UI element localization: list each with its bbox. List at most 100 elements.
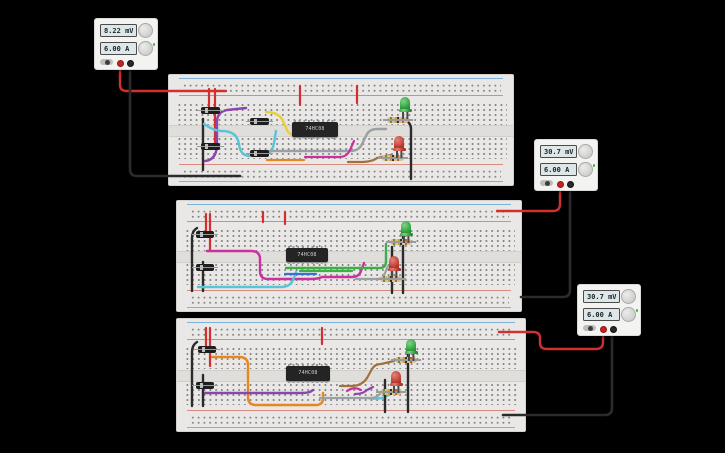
power-rail-top[interactable]	[187, 322, 515, 340]
wire-purple[interactable]	[203, 388, 315, 395]
current-knob[interactable]	[621, 307, 638, 322]
terminal-strip-a[interactable]	[175, 101, 507, 125]
wire-magenta[interactable]	[205, 249, 366, 281]
resistor[interactable]	[378, 155, 408, 161]
logic-ic[interactable]: 74HC08	[286, 363, 330, 384]
negative-terminal[interactable]	[611, 327, 616, 332]
ic-label: 74HC08	[297, 251, 317, 258]
current-value: 6.00 A	[104, 44, 130, 53]
wire-cyan[interactable]	[196, 270, 298, 289]
wire-gray[interactable]	[266, 127, 388, 153]
positive-rail-line	[187, 410, 515, 412]
positive-terminal[interactable]	[118, 61, 123, 66]
voltage-display: 8.22 mV	[100, 24, 137, 37]
rail-holes[interactable]	[181, 168, 501, 179]
diode[interactable]	[246, 150, 273, 157]
wire-orange[interactable]	[210, 355, 325, 407]
ic-label: 74HC08	[298, 370, 318, 376]
power-toggle[interactable]	[100, 59, 113, 65]
voltage-value: 30.7 mV	[544, 147, 574, 156]
power-toggle[interactable]	[540, 180, 553, 186]
wire-black[interactable]	[501, 327, 614, 417]
power-supply-3[interactable]: 30.7 mV 6.00 A	[577, 284, 641, 336]
rail-holes[interactable]	[189, 326, 513, 337]
negative-terminal[interactable]	[128, 61, 133, 66]
diode[interactable]	[246, 118, 273, 125]
power-rail-top[interactable]	[187, 204, 511, 222]
current-value: 6.00 A	[544, 165, 570, 174]
wire-black[interactable]	[190, 226, 199, 293]
red-led[interactable]	[392, 136, 406, 158]
power-supply-2[interactable]: 30.7 mV 6.00 A	[534, 139, 598, 191]
rail-holes[interactable]	[189, 414, 513, 425]
red-led[interactable]	[389, 371, 403, 393]
rail-holes[interactable]	[189, 208, 509, 219]
wire-green[interactable]	[284, 242, 388, 270]
resistor[interactable]	[376, 276, 406, 282]
green-led[interactable]	[399, 221, 413, 243]
current-display: 6.00 A	[100, 42, 137, 55]
wire-red[interactable]	[497, 327, 605, 351]
rail-holes[interactable]	[189, 294, 509, 305]
positive-rail-line	[179, 94, 503, 96]
resistor[interactable]	[376, 389, 406, 395]
terminal-strip-b[interactable]	[183, 261, 515, 285]
logic-ic[interactable]: 74HC08	[292, 119, 338, 140]
terminal-strip-a[interactable]	[183, 227, 515, 251]
resistor[interactable]	[386, 239, 416, 245]
wire-brown[interactable]	[346, 153, 393, 164]
diode[interactable]	[194, 346, 220, 353]
power-toggle[interactable]	[583, 325, 596, 331]
diode[interactable]	[197, 107, 224, 114]
green-led[interactable]	[404, 339, 418, 361]
voltage-knob[interactable]	[621, 289, 636, 304]
diode[interactable]	[192, 264, 218, 271]
voltage-value: 8.22 mV	[104, 26, 134, 35]
positive-rail-line	[179, 164, 503, 166]
power-rail-bottom[interactable]	[187, 410, 515, 428]
breadboard-3[interactable]	[176, 318, 526, 432]
wire-brown[interactable]	[338, 359, 396, 388]
negative-rail-line	[187, 322, 515, 324]
red-led[interactable]	[387, 256, 401, 278]
wire-red[interactable]	[495, 182, 562, 213]
current-display: 6.00 A	[583, 308, 620, 321]
wire-magenta[interactable]	[303, 139, 356, 159]
current-knob[interactable]	[138, 41, 155, 56]
positive-terminal[interactable]	[601, 327, 606, 332]
positive-rail-line	[187, 338, 515, 340]
voltage-knob[interactable]	[138, 23, 153, 38]
resistor[interactable]	[391, 357, 421, 363]
wire-black[interactable]	[128, 60, 242, 178]
terminal-strip-b[interactable]	[175, 135, 507, 159]
green-led[interactable]	[398, 97, 412, 119]
wire-red[interactable]	[118, 60, 228, 93]
diode[interactable]	[192, 382, 218, 389]
power-rail-top[interactable]	[179, 78, 503, 96]
breadboard-1[interactable]	[168, 74, 514, 186]
wire-cyan[interactable]	[202, 122, 251, 158]
diode[interactable]	[192, 231, 218, 238]
wire-black[interactable]	[190, 340, 199, 408]
breadboard-2[interactable]	[176, 200, 522, 312]
wire-purple[interactable]	[353, 385, 375, 396]
positive-terminal[interactable]	[558, 182, 563, 187]
rail-holes[interactable]	[181, 82, 501, 93]
positive-rail-line	[187, 290, 511, 292]
power-rail-bottom[interactable]	[179, 164, 503, 182]
voltage-knob[interactable]	[578, 144, 593, 159]
wire-magenta[interactable]	[345, 387, 363, 393]
wire-purple[interactable]	[203, 106, 248, 163]
power-rail-bottom[interactable]	[187, 290, 511, 308]
diode-cathode-stripe	[205, 144, 208, 149]
negative-terminal[interactable]	[568, 182, 573, 187]
resistor[interactable]	[383, 117, 413, 123]
voltage-display: 30.7 mV	[540, 145, 577, 158]
diode[interactable]	[197, 143, 224, 150]
power-supply-1[interactable]: 8.22 mV 6.00 A	[94, 18, 158, 70]
wire-black[interactable]	[519, 182, 572, 299]
logic-ic[interactable]: 74HC08	[286, 245, 328, 265]
current-knob[interactable]	[578, 162, 595, 177]
